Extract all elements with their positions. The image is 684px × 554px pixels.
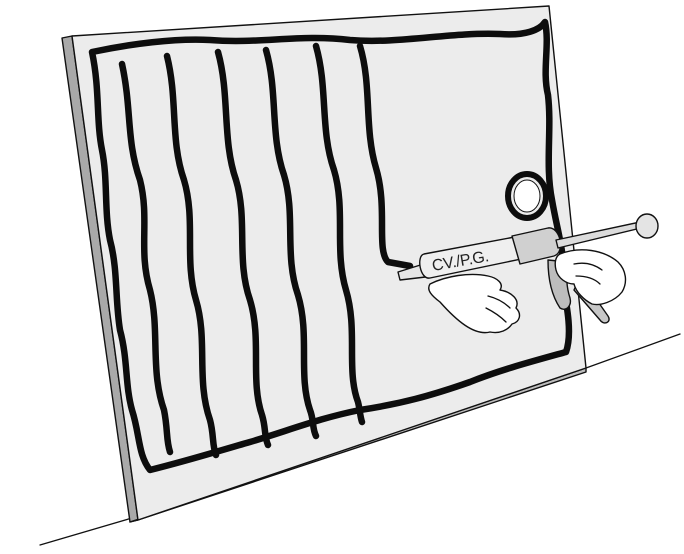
adhesive-vertical-beads: [118, 42, 414, 459]
panel-face: [71, 5, 587, 521]
adhesive-perimeter-bead: [88, 18, 573, 474]
left-hand-fingers: [485, 295, 511, 323]
right-hand-fingers: [573, 262, 603, 285]
right-hand: [554, 249, 627, 306]
gun-rod-cap: [635, 213, 659, 239]
panel-hole: [505, 171, 549, 221]
floor-line: [39, 333, 681, 546]
left-hand: [428, 273, 521, 334]
